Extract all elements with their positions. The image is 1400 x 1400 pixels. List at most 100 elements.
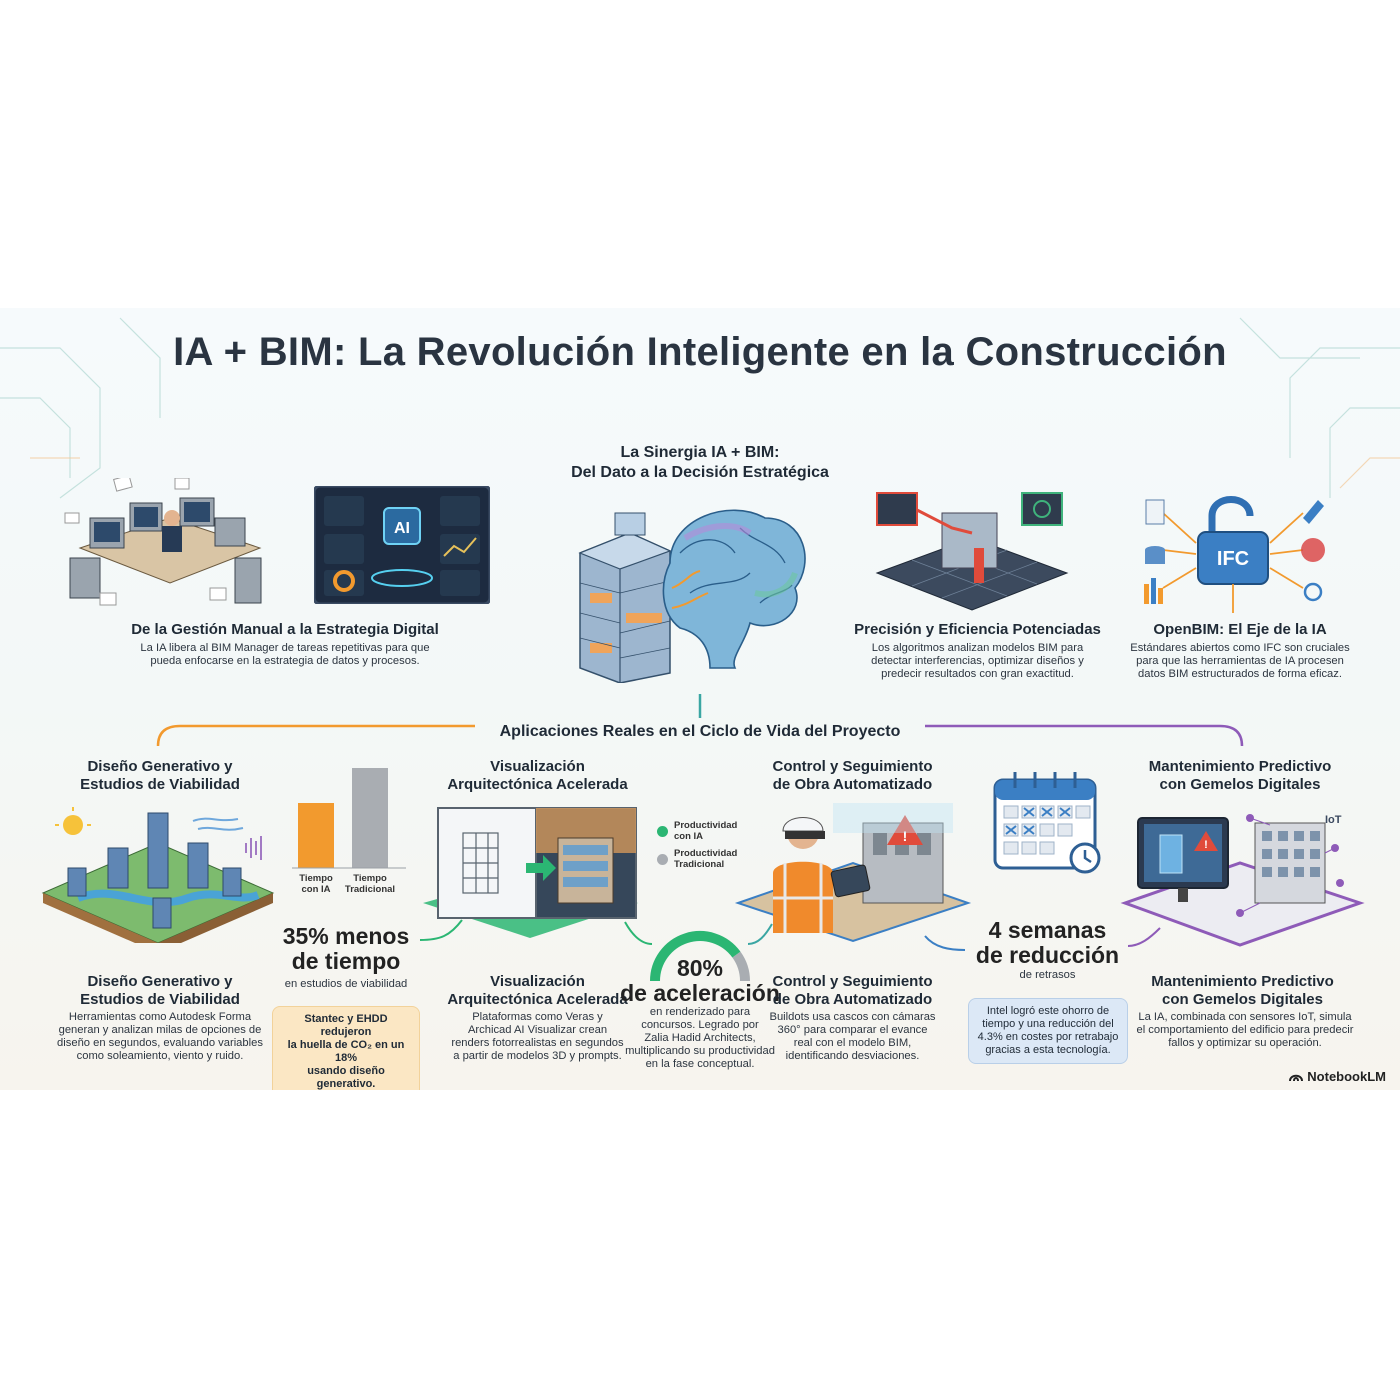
manual-body-line2: pueda enfocarse en la estrategia de dato… bbox=[150, 655, 420, 667]
intel-callout-line3: 4.3% en costes por retrabajo bbox=[977, 1031, 1119, 1043]
maintenance-heading-line1: Mantenimiento Predictivo bbox=[1151, 973, 1334, 990]
intel-callout-line1: Intel logró este ohorro de bbox=[986, 1005, 1110, 1017]
bar-label-0-1: con IA bbox=[301, 884, 330, 895]
legend-ai-line1: Productividad bbox=[674, 820, 738, 831]
bar-traditional bbox=[352, 768, 388, 868]
control-top-heading: Control y Seguimiento de Obra Automatiza… bbox=[745, 758, 960, 794]
accel-body-line3: Zalia Hadid Architects, bbox=[644, 1032, 756, 1044]
co2-callout-line1: Stantec y EHDD redujeron bbox=[304, 1013, 388, 1038]
bar-label-1-0: Tiempo bbox=[353, 873, 387, 884]
accel-body-line1: en renderizado para bbox=[649, 1006, 751, 1018]
manual-heading: De la Gestión Manual a la Estrategia Dig… bbox=[131, 621, 439, 638]
render-comparison-illustration bbox=[423, 807, 638, 938]
accel-stat-line2: de aceleración bbox=[620, 980, 780, 1006]
generative-top-line1: Diseño Generativo y bbox=[87, 758, 233, 775]
maintenance-body-line3: fallos y optimizar su operación. bbox=[1168, 1037, 1322, 1049]
legend-ai-line2: con IA bbox=[674, 831, 704, 842]
gauge-traditional-arc bbox=[732, 951, 750, 982]
intel-callout: Intel logró este ohorro de tiempo y una … bbox=[968, 998, 1128, 1064]
generative-heading-line2: Estudios de Viabilidad bbox=[80, 991, 240, 1008]
generative-city-illustration bbox=[41, 807, 275, 943]
openbim-heading: OpenBIM: El Eje de la IA bbox=[1153, 621, 1327, 638]
svg-text:!: ! bbox=[903, 828, 908, 844]
ai-dashboard-illustration: AI bbox=[314, 486, 490, 604]
generative-body-line1: Herramientas como Autodesk Forma bbox=[68, 1011, 252, 1023]
visualization-heading-line1: Visualización bbox=[490, 973, 585, 990]
legend-dot-traditional bbox=[657, 853, 668, 865]
precision-body: Los algoritmos analizan modelos BIM para… bbox=[835, 642, 1120, 681]
control-heading: Control y Seguimiento de Obra Automatiza… bbox=[745, 973, 960, 1009]
manual-body: La IA libera al BIM Manager de tareas re… bbox=[100, 642, 470, 668]
weeks-stat-line2: de reducción bbox=[975, 942, 1120, 968]
control-heading-line1: Control y Seguimiento bbox=[772, 973, 933, 990]
infographic-poster: IA + BIM: La Revolución Inteligente en l… bbox=[0, 308, 1400, 1090]
visualization-body-line2: Archicad AI Visualizar crean bbox=[467, 1024, 608, 1036]
acceleration-gauge bbox=[650, 931, 750, 982]
visualization-top-heading: Visualización Arquitectónica Acelerada bbox=[420, 758, 655, 794]
accel-body-line4: multiplicando su productividad bbox=[625, 1045, 775, 1057]
co2-callout-line2: la huella de CO₂ en un 18% bbox=[287, 1039, 405, 1064]
clash-detection-illustration bbox=[875, 492, 1069, 611]
weeks-stat-line1: 4 semanas bbox=[988, 917, 1107, 943]
precision-body-line1: Los algoritmos analizan modelos BIM para bbox=[871, 642, 1084, 654]
time-stat-line2: de tiempo bbox=[291, 948, 401, 974]
time-stat: 35% menos de tiempo bbox=[266, 924, 426, 974]
weeks-stat: 4 semanas de reducción bbox=[960, 918, 1135, 968]
ifc-lock-illustration: IFC bbox=[1144, 496, 1325, 613]
control-heading-line2: de Obra Automatizado bbox=[772, 991, 933, 1008]
page-title: IA + BIM: La Revolución Inteligente en l… bbox=[173, 330, 1227, 374]
visualization-top-line1: Visualización bbox=[490, 758, 585, 775]
control-top-line1: Control y Seguimiento bbox=[772, 758, 933, 775]
control-body-line1: Buildots usa cascos con cámaras bbox=[769, 1011, 936, 1023]
visualization-body-line3: renders fotorrealistas en segundos bbox=[451, 1037, 624, 1049]
svg-text:!: ! bbox=[1204, 839, 1208, 851]
accel-body-line2: concursos. Legrado por bbox=[641, 1019, 759, 1031]
generative-body-line3: diseño en segundos, evaluando variables bbox=[57, 1037, 263, 1049]
accel-stat: 80% de aceleración bbox=[610, 956, 790, 1006]
visualization-heading: Visualización Arquitectónica Acelerada bbox=[420, 973, 655, 1009]
section-title: Aplicaciones Reales en el Ciclo de Vida … bbox=[499, 723, 901, 740]
digital-twin-illustration: ! IoT bbox=[1120, 814, 1365, 947]
time-stat-line1: 35% menos bbox=[282, 923, 410, 949]
visualization-body: Plataformas como Veras y Archicad AI Vis… bbox=[420, 1011, 655, 1063]
control-body-line3: real con el modelo BIM, bbox=[793, 1037, 912, 1049]
openbim-body: Estándares abiertos como IFC son crucial… bbox=[1110, 642, 1370, 681]
generative-body-line4: como soleamiento, viento y ruido. bbox=[76, 1050, 244, 1062]
openbim-body-line3: datos BIM estructurados de forma eficaz. bbox=[1138, 668, 1342, 680]
generative-heading-line1: Diseño Generativo y bbox=[87, 973, 233, 990]
legend-trad-line2: Tradicional bbox=[674, 859, 725, 870]
visualization-body-line4: a partir de modelos 3D y prompts. bbox=[453, 1050, 622, 1062]
synergy-line1: La Sinergia IA + BIM: bbox=[620, 444, 780, 461]
co2-callout: Stantec y EHDD redujeron la huella de CO… bbox=[272, 1006, 420, 1090]
building-brain-illustration bbox=[578, 509, 806, 683]
accel-body-line5: en la fase conceptual. bbox=[645, 1058, 755, 1070]
brand-label: NotebookLM bbox=[1307, 1069, 1386, 1084]
precision-body-line3: predecir resultados con gran exactitud. bbox=[881, 668, 1074, 680]
maintenance-heading-line2: con Gemelos Digitales bbox=[1162, 991, 1323, 1008]
maintenance-top-line1: Mantenimiento Predictivo bbox=[1148, 758, 1332, 775]
bar-label-1-1: Tradicional bbox=[345, 884, 395, 895]
section-connector-lines bbox=[156, 694, 1244, 747]
weeks-stat-sub: de retrasos bbox=[1019, 969, 1076, 981]
time-stat-sub: en estudios de viabilidad bbox=[284, 978, 408, 990]
visualization-heading-line2: Arquitectónica Acelerada bbox=[447, 991, 628, 1008]
generative-top-line2: Estudios de Viabilidad bbox=[80, 776, 240, 793]
control-body-line2: 360° para comparar el evance bbox=[777, 1024, 928, 1036]
intel-callout-line4: gracias a esta tecnología. bbox=[985, 1044, 1111, 1056]
intel-callout-line2: tiempo y una reducción del bbox=[982, 1018, 1114, 1030]
site-worker-illustration: ! bbox=[734, 803, 972, 943]
ifc-badge: IFC bbox=[1217, 548, 1249, 570]
generative-body: Herramientas como Autodesk Forma generan… bbox=[30, 1011, 290, 1063]
visualization-body-line1: Plataformas como Veras y bbox=[472, 1011, 603, 1023]
ai-chip-label: AI bbox=[394, 520, 410, 537]
background-circuit-lines bbox=[0, 317, 1400, 499]
maintenance-top-line2: con Gemelos Digitales bbox=[1159, 776, 1321, 793]
legend-dot-ai bbox=[657, 825, 668, 837]
accel-body: en renderizado para concursos. Legrado p… bbox=[600, 1006, 800, 1071]
generative-body-line2: generan y analizan milas de opciones de bbox=[58, 1024, 262, 1036]
maintenance-body-line2: el comportamiento del edificio para pred… bbox=[1136, 1024, 1354, 1036]
bar-ai bbox=[298, 803, 334, 868]
flow-curves bbox=[419, 919, 1161, 951]
